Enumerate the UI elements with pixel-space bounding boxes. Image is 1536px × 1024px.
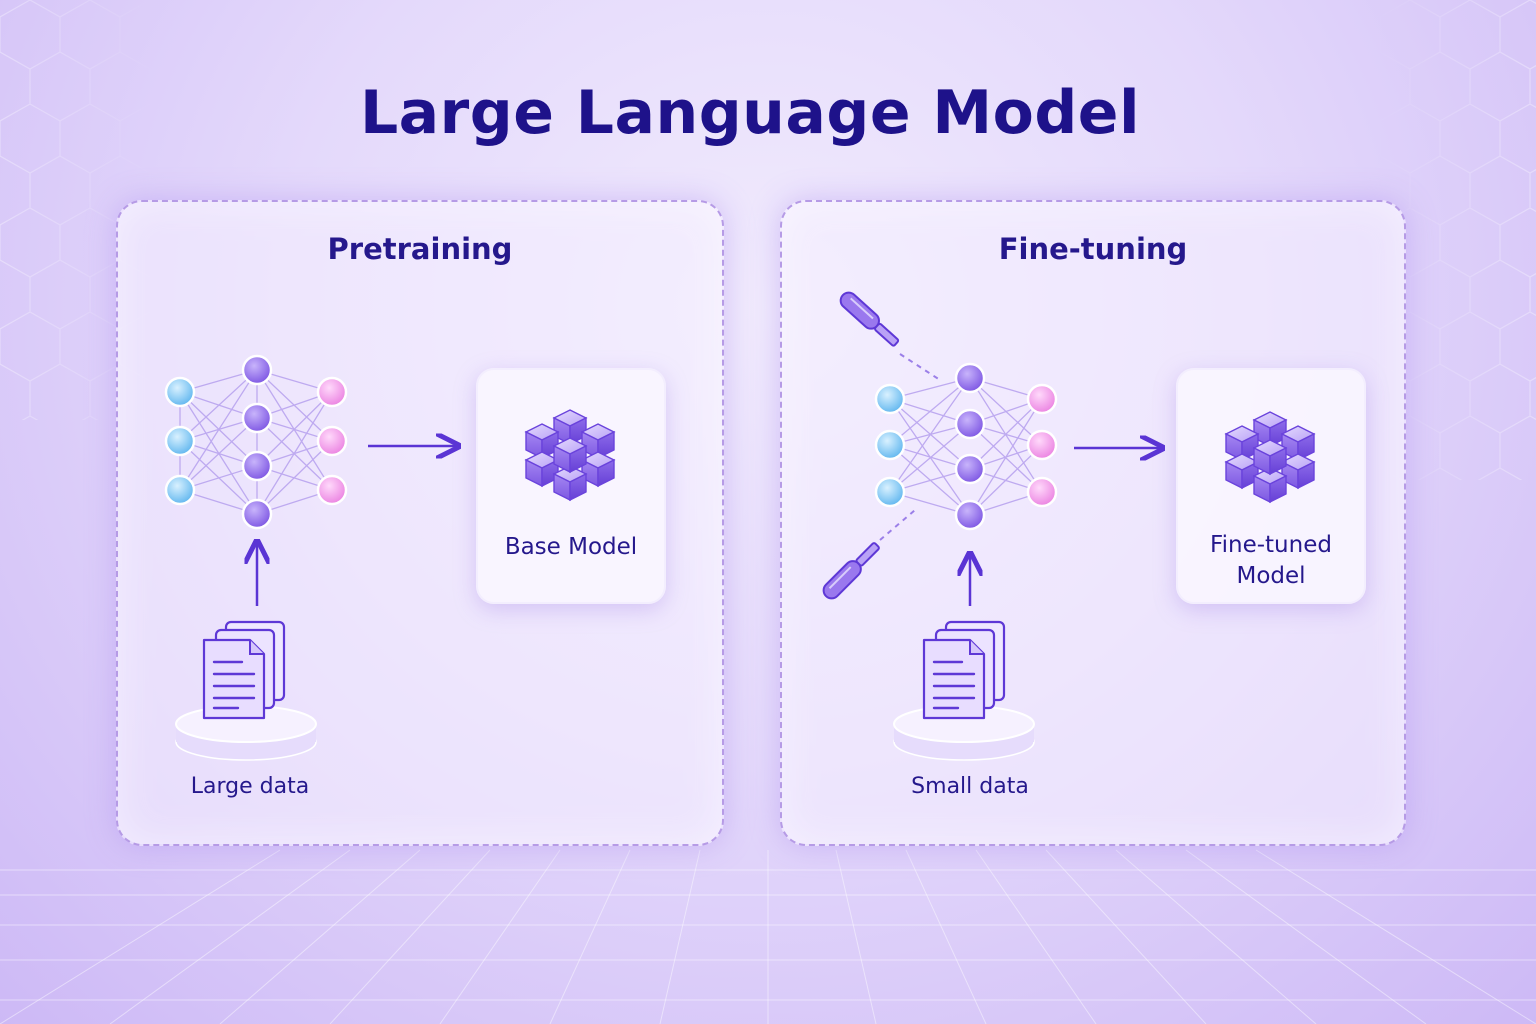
finetuned-model-label-line1: Fine-tuned [1210, 532, 1332, 558]
screwdriver-top-icon [839, 291, 941, 381]
finetuning-panel: Fine-tuning Fine-tuned Model Small data [780, 200, 1406, 846]
small-data-label: Small data [911, 774, 1029, 799]
pretraining-title: Pretraining [327, 232, 513, 266]
finetuned-model-label-line2: Model [1236, 563, 1306, 589]
finetuning-neural-network-icon [874, 362, 1058, 531]
page-title: Large Language Model [359, 78, 1141, 148]
finetuning-title: Fine-tuning [998, 232, 1188, 266]
pretraining-neural-network-icon [164, 354, 348, 530]
base-model-cube-icon [526, 410, 614, 500]
finetuned-model-cube-icon [1226, 412, 1314, 502]
screwdriver-bottom-icon [822, 509, 916, 600]
large-data-document-stack-icon [202, 620, 286, 720]
large-data-label: Large data [190, 774, 310, 799]
small-data-document-stack-icon [922, 620, 1006, 720]
base-model-label: Base Model [504, 534, 638, 560]
